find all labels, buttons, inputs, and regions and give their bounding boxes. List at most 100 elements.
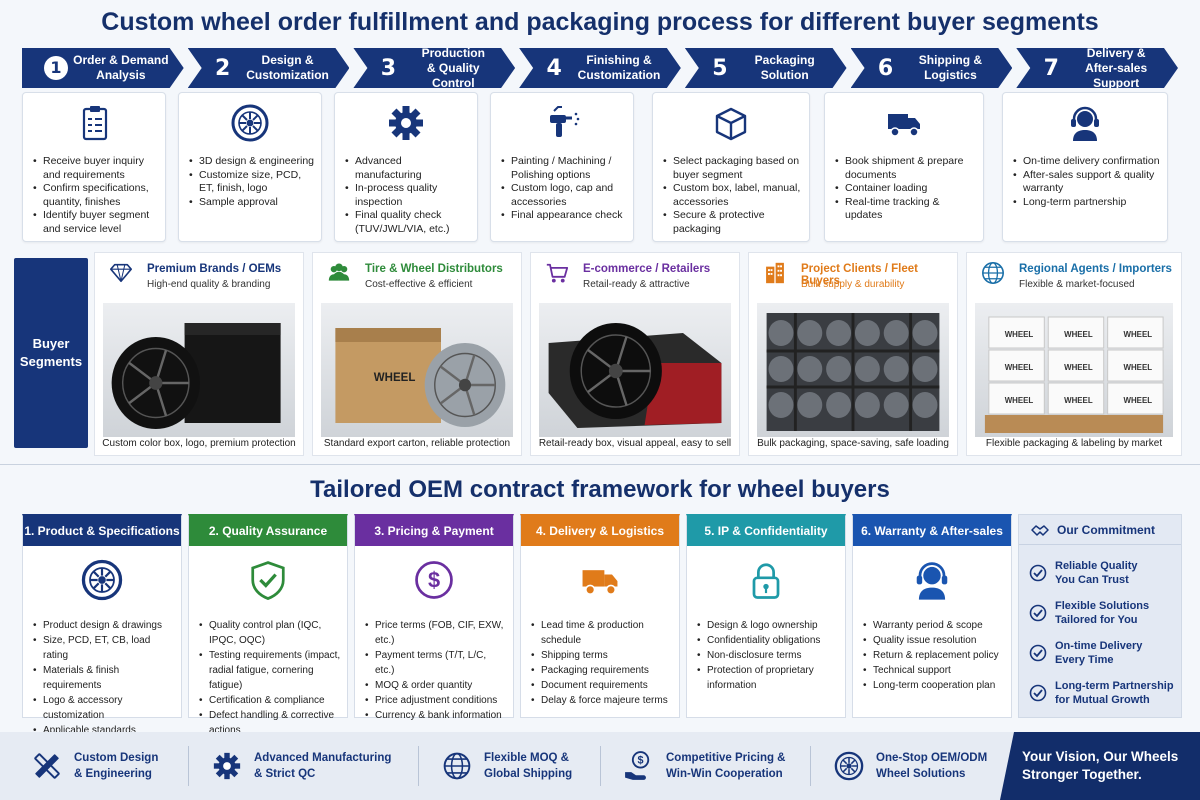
contract-bullet: Price terms (FOB, CIF, EXW, etc.) [365,618,507,648]
contract-bullet: Quality issue resolution [863,633,1005,648]
check-circle-icon [1029,564,1047,582]
svg-text:WHEEL: WHEEL [1124,330,1153,339]
step-title: Shipping & Logistics [918,53,983,82]
segment-name: Premium Brands / OEMs [147,263,282,275]
contract-bullet: Size, PCD, ET, CB, load rating [33,633,175,663]
main-title: Custom wheel order fulfillment and packa… [101,8,1099,36]
contract-bullet: Shipping terms [531,648,673,663]
bottom-feature-label: Flexible MOQ & Global Shipping [484,752,573,780]
bottom-separator [188,746,189,786]
step-number: 3 [380,55,397,81]
segment-desc: High-end quality & branding [147,279,271,290]
contract-bullet: Delay & force majeure terms [531,693,673,708]
diamond-icon [110,263,132,283]
commitment-panel: Our Commitment Reliable Quality You Can … [1018,514,1182,718]
step-card: Book shipment & prepare documentsContain… [824,92,984,242]
bottom-separator [418,746,419,786]
commitment-item: Flexible Solutions Tailored for You [1029,599,1149,627]
svg-text:WHEEL: WHEEL [374,371,416,384]
process-step: 3 Production & Quality Control [353,48,515,88]
handshake-icon [1031,524,1049,536]
ruler-pencil-icon [34,753,60,779]
step-number: 1 [44,56,68,80]
contract-bullets: Price terms (FOB, CIF, EXW, etc.)Payment… [365,618,507,723]
step-bullet: Final appearance check [501,209,627,223]
contract-bullets: Quality control plan (IQC, IPQC, OQC)Tes… [199,618,341,738]
step-title: Finishing & Customization [577,53,661,82]
bottom-feature: Advanced Manufacturing & Strict QC [210,732,391,800]
contract-header: 4. Delivery & Logistics [521,516,679,546]
contract-bullets: Warranty period & scopeQuality issue res… [863,618,1005,693]
contract-bullet: Quality control plan (IQC, IPQC, OQC) [199,618,341,648]
commitment-header: Our Commitment [1019,515,1181,545]
check-circle-icon [1029,684,1047,702]
bottom-separator [810,746,811,786]
step-bullet: Final quality check (TUV/JWL/VIA, etc.) [345,209,471,236]
segment-desc: Retail-ready & attractive [583,279,690,290]
step-title: Delivery & After-sales Support [1085,45,1148,90]
step-bullet: Long-term partnership [1013,196,1161,210]
slogan: Your Vision, Our Wheels Stronger Togethe… [1000,732,1200,800]
process-step: 7 Delivery & After-sales Support [1016,48,1178,88]
step-title: Production & Quality Control [421,45,485,90]
dollar-hand-icon: $ [625,751,650,780]
segment-desc: Flexible & market-focused [1019,279,1135,290]
contract-bullet: Long-term cooperation plan [863,678,1005,693]
headset-icon [916,562,948,600]
contract-bullet: Testing requirements (impact, radial fat… [199,648,341,693]
step-bullet: Secure & protective packaging [663,209,803,236]
step-bullet: Receive buyer inquiry and requirements [33,155,159,182]
buyer-segments-label: Buyer Segments [14,258,88,448]
globe-icon [982,262,1004,284]
step-bullet: Real-time tracking & updates [835,196,977,223]
segment-caption: Retail-ready box, visual appeal, easy to… [538,438,732,449]
step-bullets: Book shipment & prepare documentsContain… [835,155,977,223]
step-bullet: Book shipment & prepare documents [835,155,977,182]
gear-icon [213,752,241,780]
contract-bullet: Technical support [863,663,1005,678]
svg-text:WHEEL: WHEEL [1005,330,1034,339]
contract-header: 3. Pricing & Payment [355,516,513,546]
step-number: 2 [215,55,231,81]
commitment-item: On-time Delivery Every Time [1029,639,1142,667]
step-bullets: Painting / Machining / Polishing options… [501,155,627,223]
step-bullets: On-time delivery confirmationAfter-sales… [1013,155,1161,209]
contract-bullet: Confidentiality obligations [697,633,839,648]
contract-bullet: Non-disclosure terms [697,648,839,663]
segment-photo [103,303,295,437]
commitment-text: On-time Delivery Every Time [1055,640,1143,666]
contract-header: 5. IP & Confidentiality [687,516,845,546]
step-bullet: After-sales support & quality warranty [1013,169,1161,196]
segment-caption: Custom color box, logo, premium protecti… [102,438,296,449]
check-circle-icon [1029,644,1047,662]
contract-bullet: Warranty period & scope [863,618,1005,633]
segment-caption: Bulk packaging, space-saving, safe loadi… [757,438,949,449]
step-bullet: In-process quality inspection [345,182,471,209]
step-number: 6 [877,55,894,81]
step-number: 7 [1043,55,1059,81]
step-bullet: Painting / Machining / Polishing options [501,155,627,182]
step-bullets: Select packaging based on buyer segmentC… [663,155,803,236]
bottom-feature-label: Competitive Pricing & Win-Win Cooperatio… [666,752,786,780]
step-title: Packaging Solution [754,53,815,82]
step-title: Order & Demand Analysis [73,53,169,82]
wheel-icon [834,751,864,781]
headset-icon [1071,106,1099,141]
step-card: 3D design & engineeringCustomize size, P… [178,92,322,242]
step-card: Painting / Machining / Polishing options… [490,92,634,242]
step-bullet: Custom box, label, manual, accessories [663,182,803,209]
segment-desc: Cost-effective & efficient [365,279,473,290]
cart-icon [546,263,569,283]
packaging-illustration [548,323,722,428]
segment-desc: Bulk supply & durability [801,279,905,290]
commitment-item: Reliable Quality You Can Trust [1029,559,1138,587]
step-bullets: Receive buyer inquiry and requirementsCo… [33,155,159,236]
shield-check-icon [251,561,285,601]
svg-text:WHEEL: WHEEL [1124,363,1153,372]
